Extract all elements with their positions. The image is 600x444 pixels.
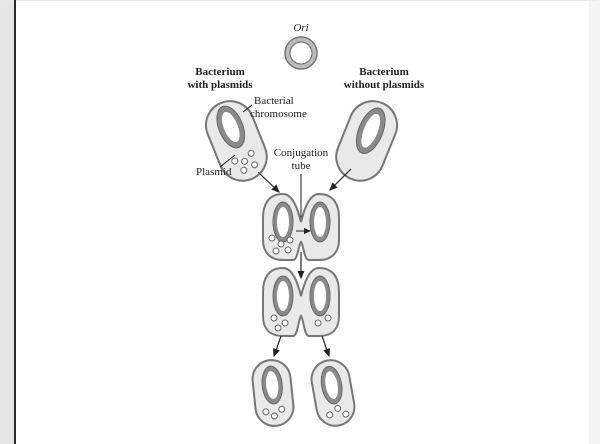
without-plasmids-title-line2: without plasmids <box>344 79 425 91</box>
conjugation-tube-label-line2: tube <box>292 160 311 172</box>
arrow-to-donor-cell <box>274 336 281 356</box>
resulting-cell-recipient <box>309 357 358 429</box>
with-plasmids-title-line1: Bacterium <box>195 66 244 78</box>
ori-plasmid-ring <box>285 37 317 69</box>
bacterial-chromosome-label-line1: Bacterial <box>254 95 294 107</box>
conjugating-pair-stage-2 <box>263 268 339 336</box>
arrow-to-recipient-cell <box>322 336 329 356</box>
arrow-donor-to-pair <box>258 172 279 192</box>
plasmid-label: Plasmid <box>196 166 232 178</box>
bacterial-chromosome-label-line2: chromosome <box>250 108 307 120</box>
without-plasmids-title-line1: Bacterium <box>359 66 408 78</box>
bacterium-without-plasmids <box>329 94 404 188</box>
ori-label: Ori <box>293 22 308 34</box>
arrow-recipient-to-pair <box>330 169 351 190</box>
conjugation-tube-label-line1: Conjugation <box>274 147 329 159</box>
with-plasmids-title-line2: with plasmids <box>187 79 253 91</box>
resulting-cell-donor <box>251 358 296 428</box>
